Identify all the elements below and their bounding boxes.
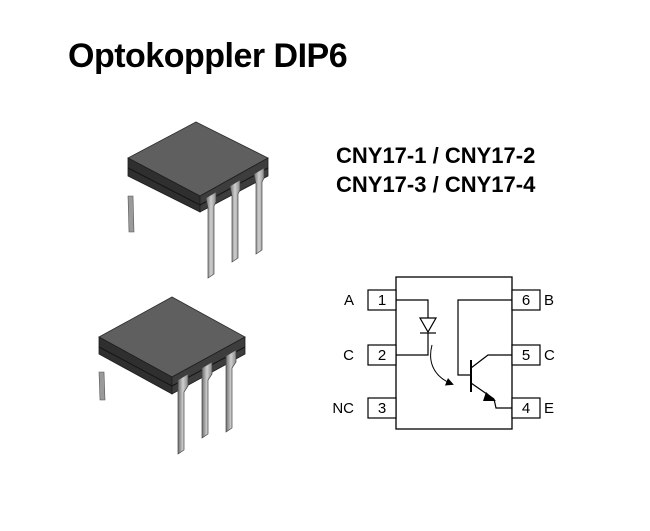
pin-number-4: 4	[522, 400, 530, 417]
pin-number-3: 3	[378, 400, 386, 417]
pin-number-2: 2	[378, 347, 386, 364]
pin-label-b: B	[544, 292, 554, 309]
pin-label-a: A	[344, 292, 354, 309]
model-line-2: CNY17-3 / CNY17-4	[336, 172, 536, 197]
pin-number-1: 1	[378, 292, 386, 309]
model-line-1: CNY17-1 / CNY17-2	[336, 143, 536, 168]
pin-box-3	[367, 397, 397, 419]
light-arrow	[430, 344, 454, 386]
model-list: CNY17-1 / CNY17-2 CNY17-3 / CNY17-4	[336, 141, 535, 199]
pin-number-5: 5	[522, 347, 530, 364]
page-title: Optokoppler DIP6	[68, 37, 348, 75]
pin-label-e: E	[544, 400, 554, 417]
pin-number-6: 6	[522, 292, 530, 309]
pin-label-c-left: C	[343, 347, 354, 364]
phototransistor-symbol	[457, 299, 512, 409]
pin-label-c-right: C	[544, 347, 555, 364]
pin-label-nc: NC	[332, 400, 354, 417]
dip6-package-bottom	[98, 296, 246, 455]
package-top-legs	[205, 167, 265, 279]
package-bottom-legs	[177, 349, 237, 455]
led-symbol	[396, 299, 438, 356]
emitter-arrow-icon	[483, 392, 496, 401]
dip6-package-top	[127, 121, 269, 279]
